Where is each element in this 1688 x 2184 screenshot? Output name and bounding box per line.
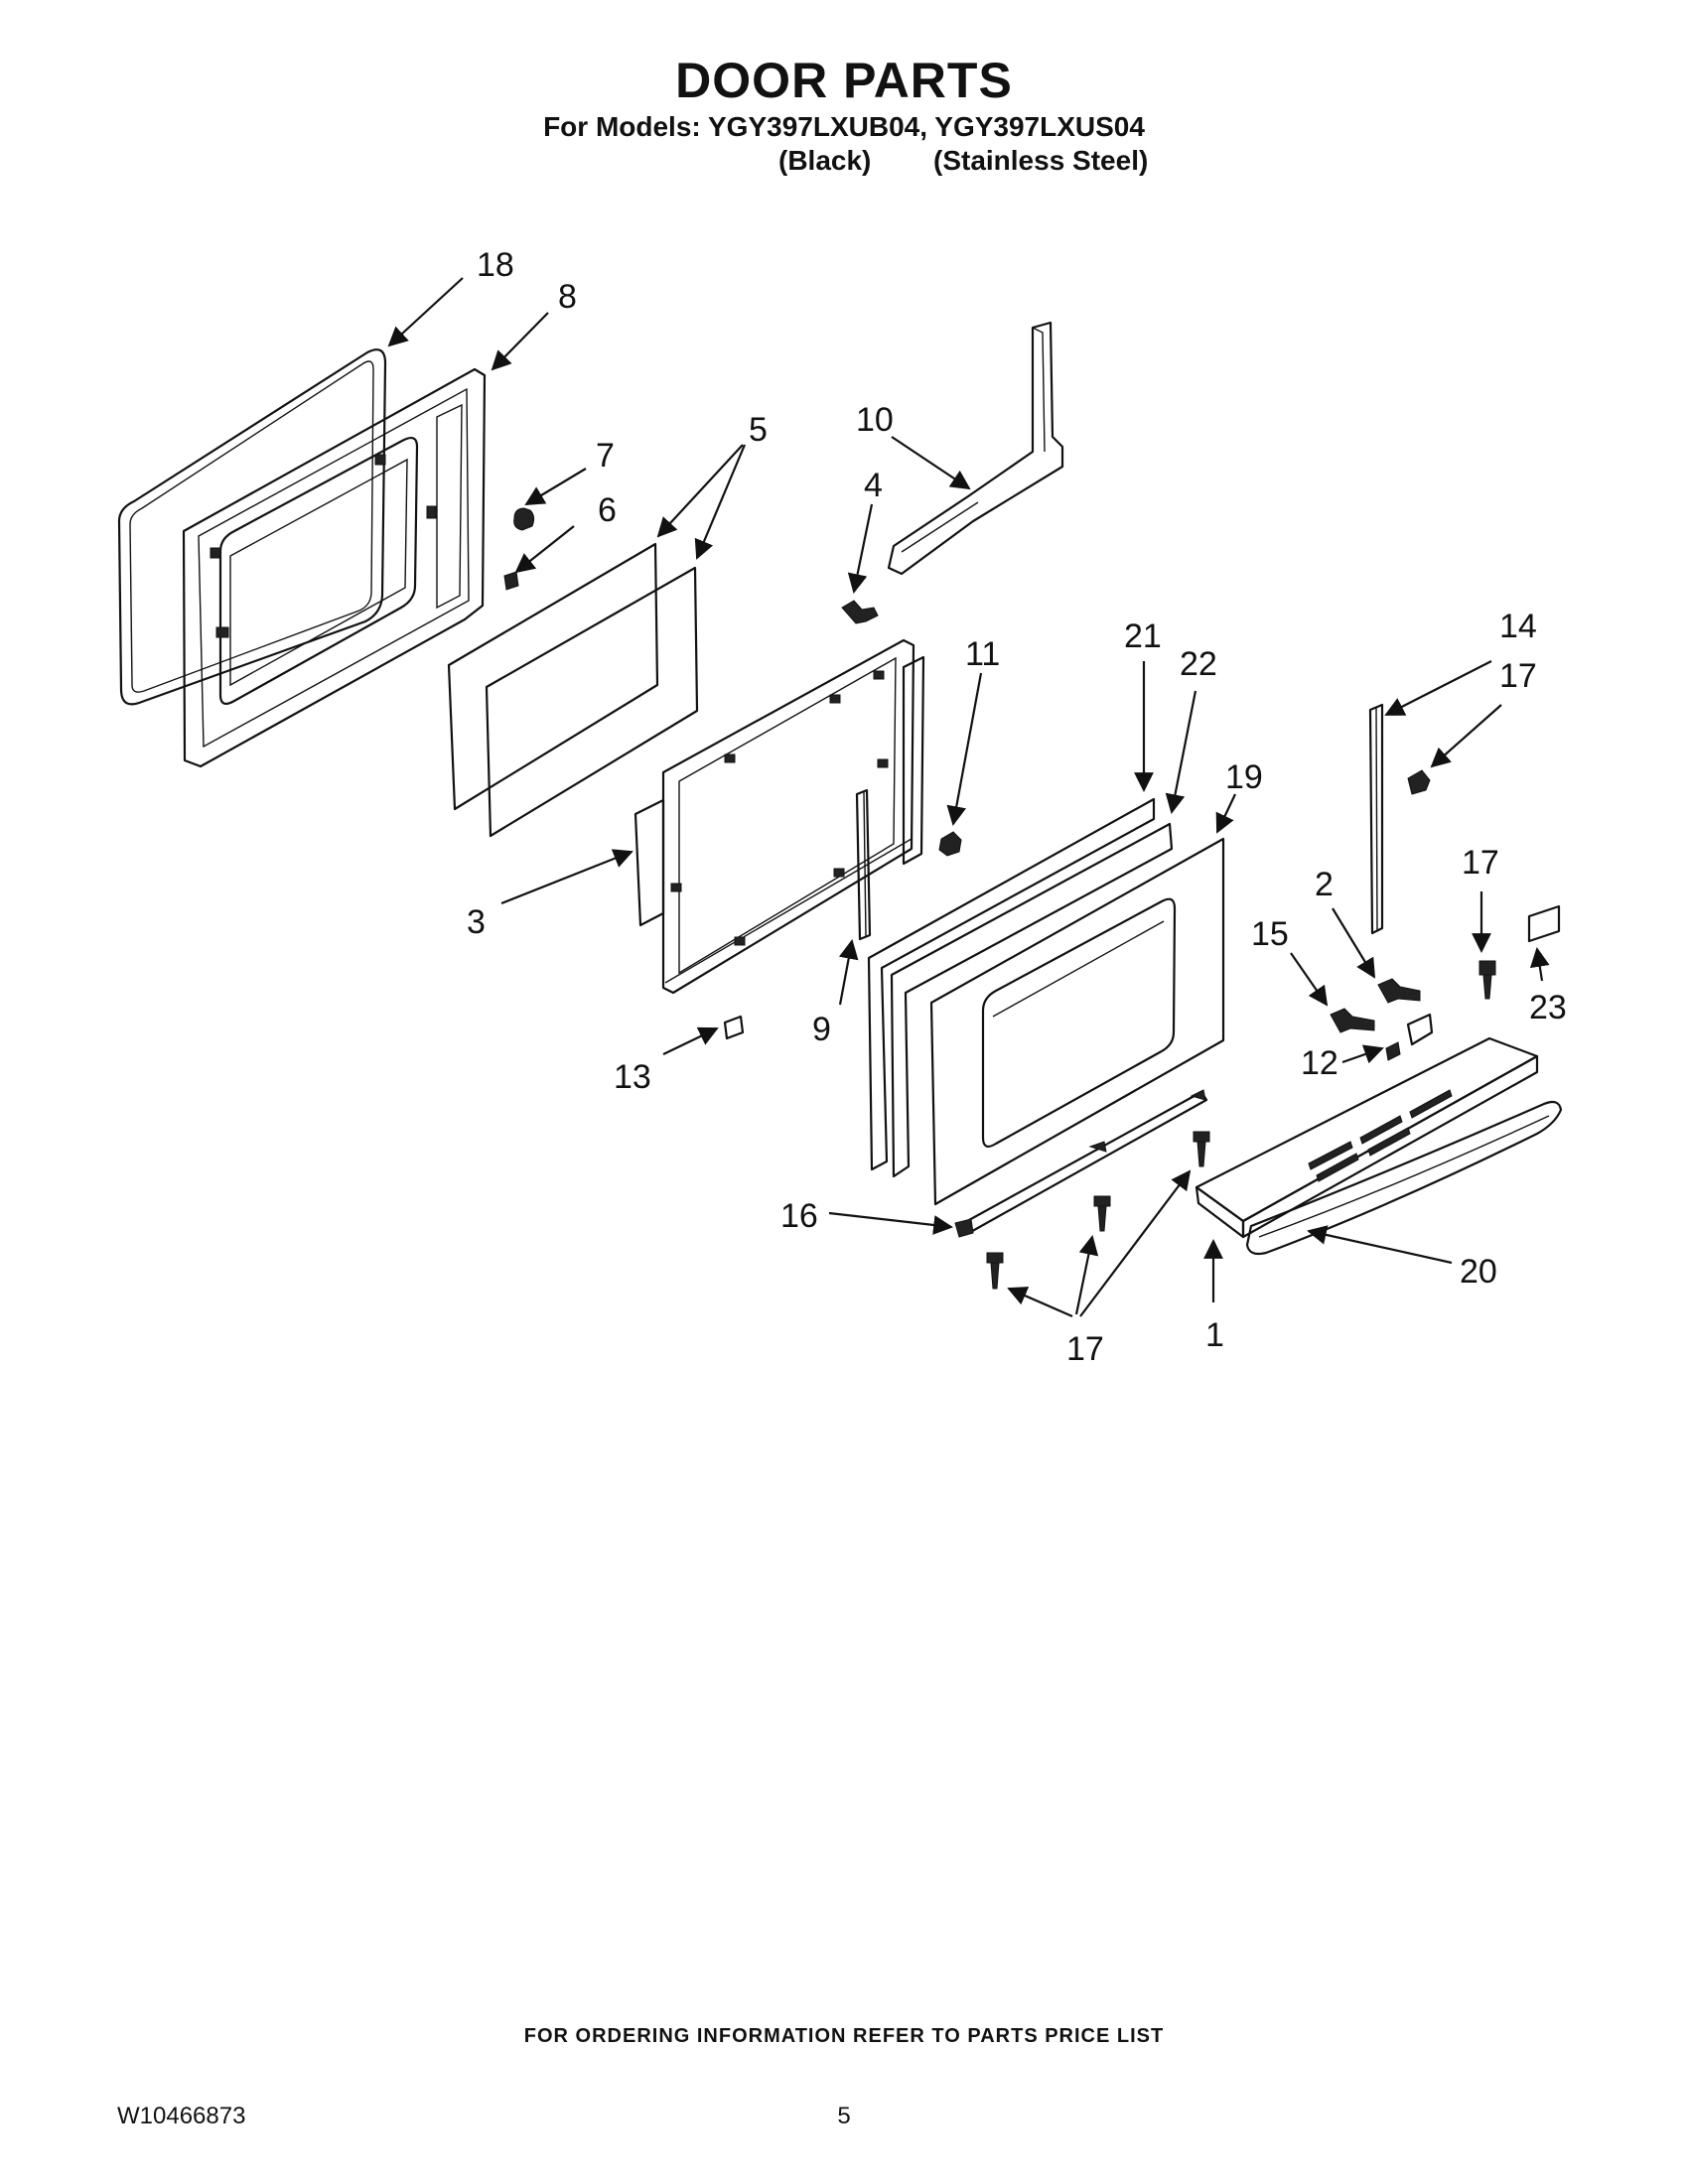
part-4-screw (841, 600, 879, 624)
part-2-screw (1377, 978, 1421, 1004)
callout-22: 22 (1180, 645, 1217, 683)
callout-5: 5 (749, 411, 768, 449)
callout-3: 3 (467, 903, 486, 941)
callout-10: 10 (856, 401, 894, 439)
part-13-label (723, 1015, 745, 1040)
part-23-label (1527, 904, 1561, 943)
page-title: DOOR PARTS (675, 53, 1013, 108)
part-1-vent-trim (1195, 1036, 1539, 1239)
part-14-bracket (1368, 703, 1384, 935)
callout-14: 14 (1499, 608, 1537, 645)
callout-20: 20 (1460, 1253, 1497, 1291)
part-17-screw-e (1478, 960, 1496, 1000)
ordering-note: FOR ORDERING INFORMATION REFER TO PARTS … (523, 2025, 1165, 2047)
callout-21: 21 (1124, 617, 1162, 655)
part-5-glass-panels (447, 542, 699, 838)
part-17-screw-c (1193, 1131, 1210, 1167)
callout-17-bottom: 17 (1066, 1330, 1104, 1368)
part-16-bottom-trim (954, 1089, 1208, 1238)
part-21-insulation (867, 797, 1156, 1171)
models-line: For Models: YGY397LXUB04, YGY397LXUS04 (543, 111, 1145, 142)
part-20-handle (1245, 1100, 1563, 1256)
part-19-outer-panel (929, 837, 1225, 1206)
callout-19: 19 (1225, 758, 1263, 796)
part-6-spacer (503, 571, 519, 591)
callout-16: 16 (780, 1197, 818, 1235)
part-10-bracket (887, 321, 1064, 576)
variant-stainless: (Stainless Steel) (933, 145, 1149, 176)
document-number: W10466873 (117, 2103, 246, 2129)
callout-4: 4 (864, 467, 883, 504)
callout-9: 9 (812, 1011, 831, 1048)
callout-12: 12 (1301, 1044, 1338, 1082)
part-17-screw-b (1093, 1195, 1111, 1232)
callout-2: 2 (1315, 866, 1334, 903)
callout-17-right: 17 (1462, 844, 1499, 882)
callout-8: 8 (558, 278, 577, 316)
callout-17-upper: 17 (1499, 657, 1537, 695)
variant-black: (Black) (778, 145, 872, 176)
callout-1: 1 (1205, 1316, 1224, 1354)
callout-23: 23 (1529, 989, 1567, 1026)
callout-7: 7 (596, 437, 615, 475)
part-3-door-frame (633, 638, 925, 995)
callout-11: 11 (965, 635, 1000, 673)
part-17-screw-d (1407, 769, 1431, 795)
callout-13: 13 (614, 1058, 651, 1096)
callout-15: 15 (1251, 915, 1289, 953)
part-17-screw-a (986, 1252, 1004, 1290)
part-18-gasket (117, 348, 387, 706)
part-8-inner-door (182, 367, 487, 768)
callout-labels: 18 8 7 6 5 10 4 11 21 22 19 14 17 17 3 2… (467, 246, 1567, 1368)
part-22-gasket (890, 822, 1174, 1178)
part-15-screw (1330, 1008, 1375, 1033)
part-11-screw (938, 831, 962, 857)
part-7-clip (513, 507, 535, 531)
leader-lines (387, 277, 1550, 1318)
page-number: 5 (837, 2103, 851, 2129)
callout-18: 18 (477, 246, 514, 284)
part-12-hinge-bracket (1385, 1013, 1434, 1061)
part-9-hinge-channel (855, 788, 872, 941)
callout-6: 6 (598, 491, 617, 529)
